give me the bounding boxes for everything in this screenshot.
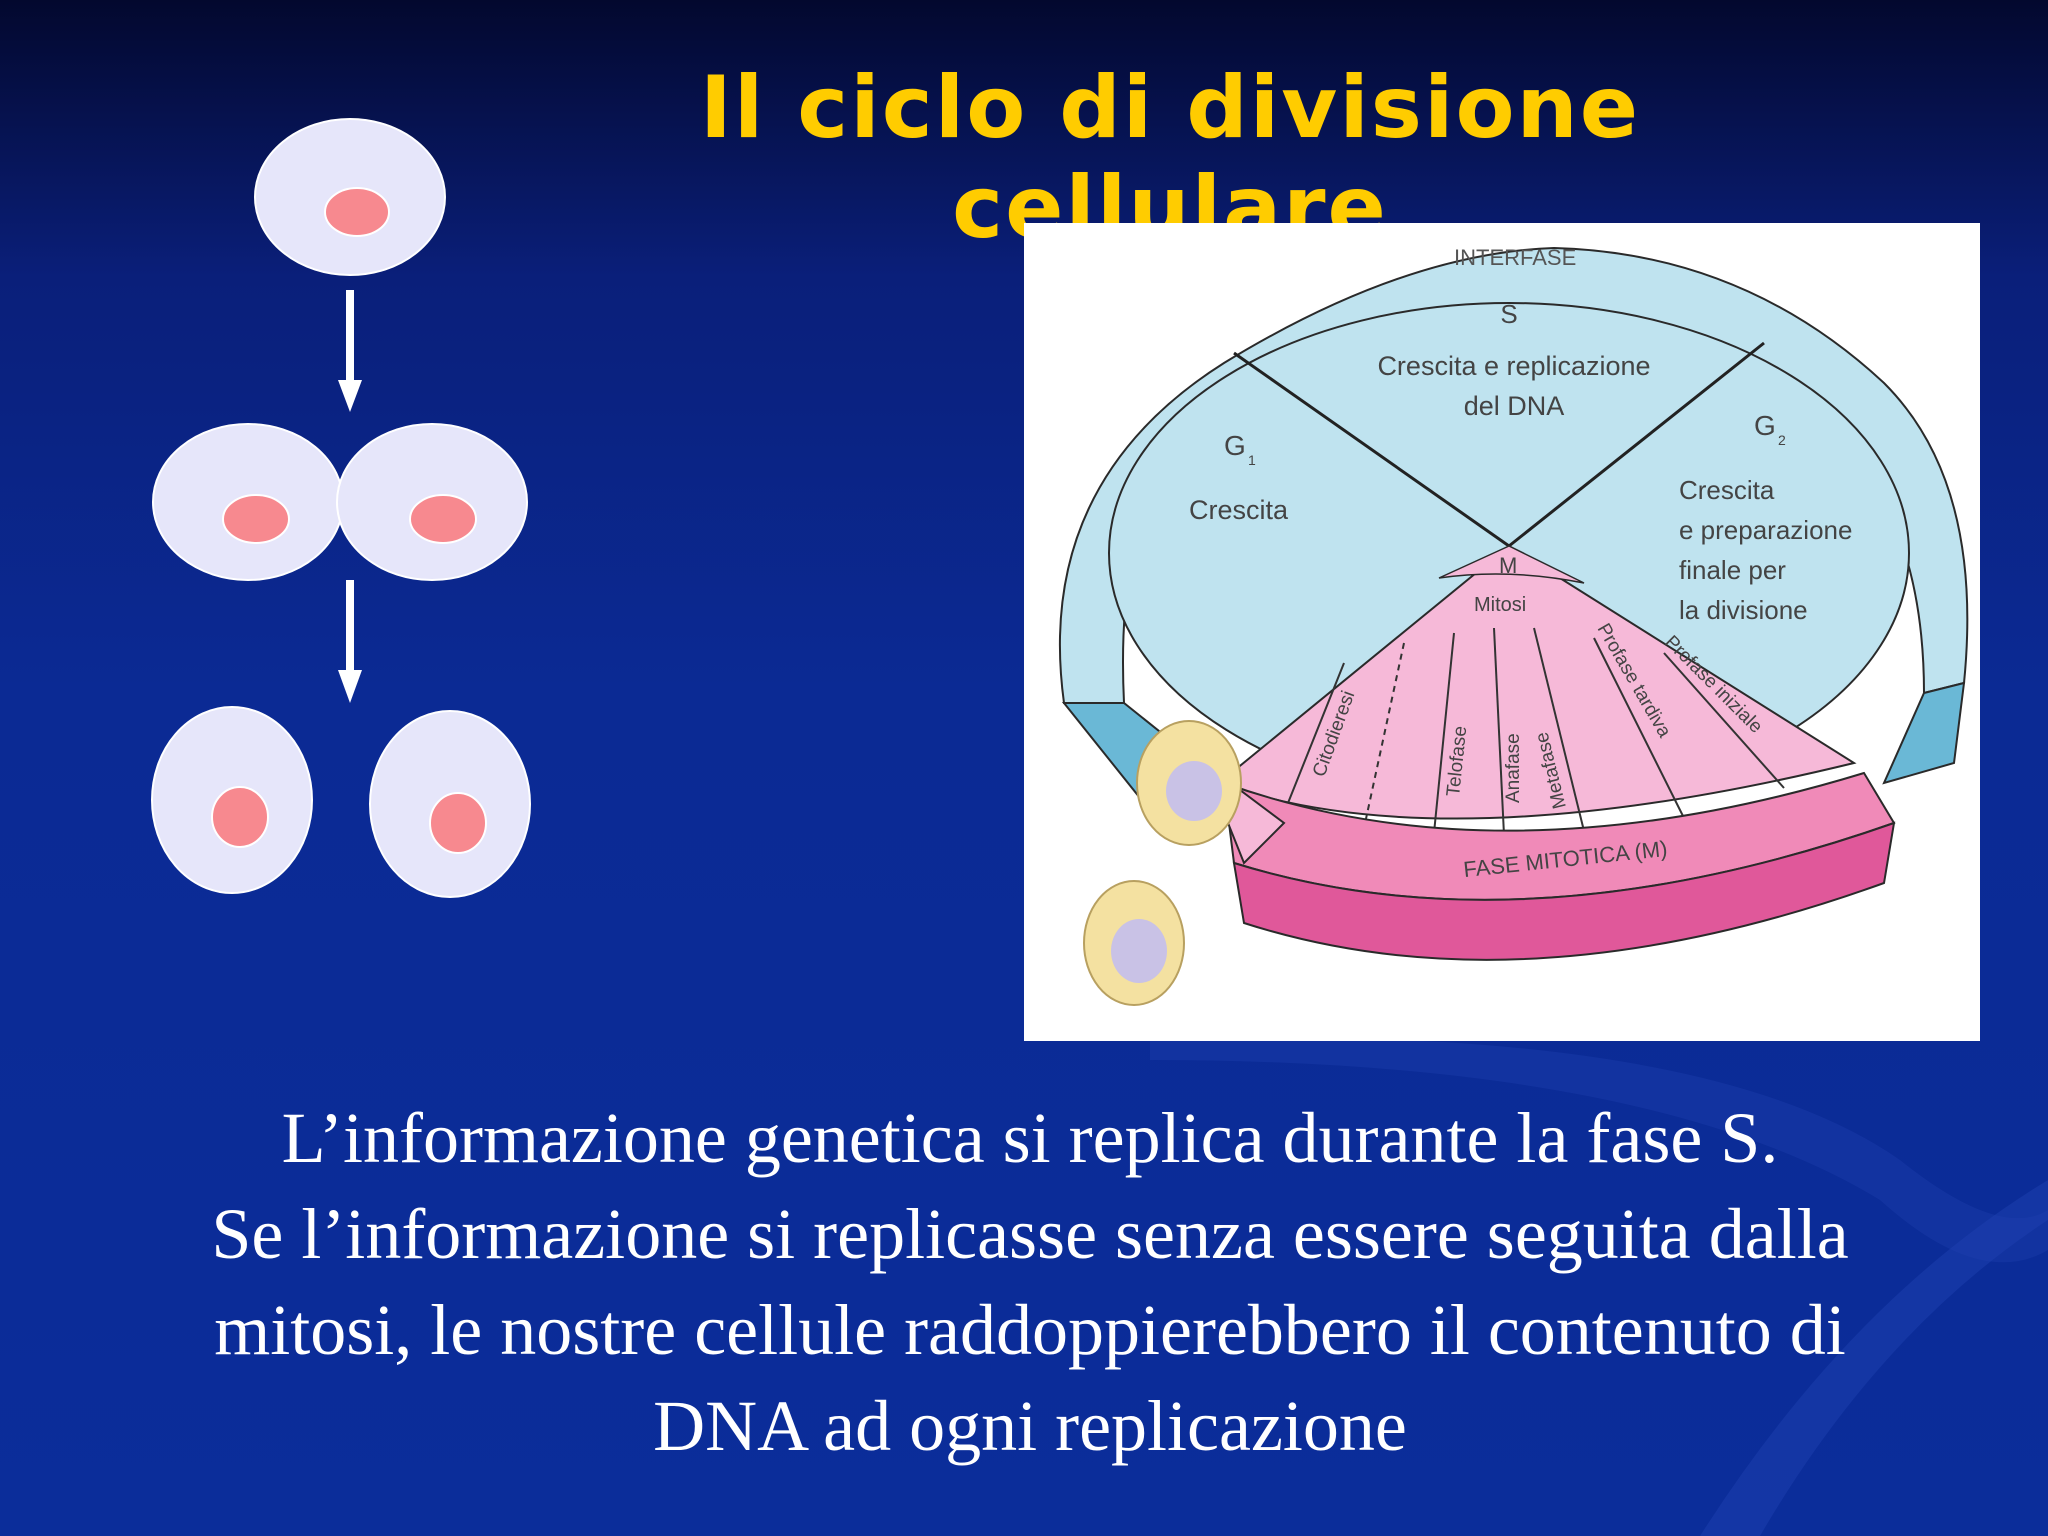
g2-phase-desc-1: Crescita bbox=[1679, 475, 1775, 505]
g2-phase-desc-3: finale per bbox=[1679, 555, 1786, 585]
subphase-label: Anafase bbox=[1503, 733, 1524, 803]
cell-division-illustration bbox=[151, 118, 531, 898]
body-line: Se l’informazione si replicasse senza es… bbox=[211, 1194, 1849, 1274]
m-label: M bbox=[1499, 553, 1517, 578]
body-line: mitosi, le nostre cellule raddoppierebbe… bbox=[214, 1290, 1846, 1370]
g2-phase-desc-2: e preparazione bbox=[1679, 515, 1852, 545]
s-phase-desc-2: del DNA bbox=[1464, 391, 1565, 421]
body-line: L’informazione genetica si replica duran… bbox=[281, 1098, 1779, 1178]
s-phase-name: S bbox=[1500, 299, 1517, 329]
g1-phase-desc: Crescita bbox=[1189, 495, 1289, 525]
g1-phase-sub: 1 bbox=[1248, 452, 1256, 468]
arrow-down-icon bbox=[338, 580, 362, 703]
g2-phase-desc-4: la divisione bbox=[1679, 595, 1808, 625]
s-phase-desc-1: Crescita e replicazione bbox=[1377, 351, 1650, 381]
body-text: L’informazione genetica si replica duran… bbox=[80, 1090, 1980, 1474]
g2-phase-sub: 2 bbox=[1778, 432, 1786, 448]
parent-cell bbox=[254, 118, 446, 276]
g1-phase-name: G bbox=[1224, 430, 1246, 461]
mitosis-label: Mitosi bbox=[1474, 594, 1526, 616]
cell-cycle-diagram: INTERFASE S Crescita e replicazione del … bbox=[1024, 223, 1980, 1041]
g2-phase-name: G bbox=[1754, 410, 1776, 441]
dividing-cells bbox=[152, 423, 528, 581]
interphase-label: INTERFASE bbox=[1454, 245, 1576, 270]
daughter-cells bbox=[151, 706, 531, 898]
arrow-down-icon bbox=[338, 290, 362, 412]
body-line: DNA ad ogni replicazione bbox=[653, 1386, 1407, 1466]
